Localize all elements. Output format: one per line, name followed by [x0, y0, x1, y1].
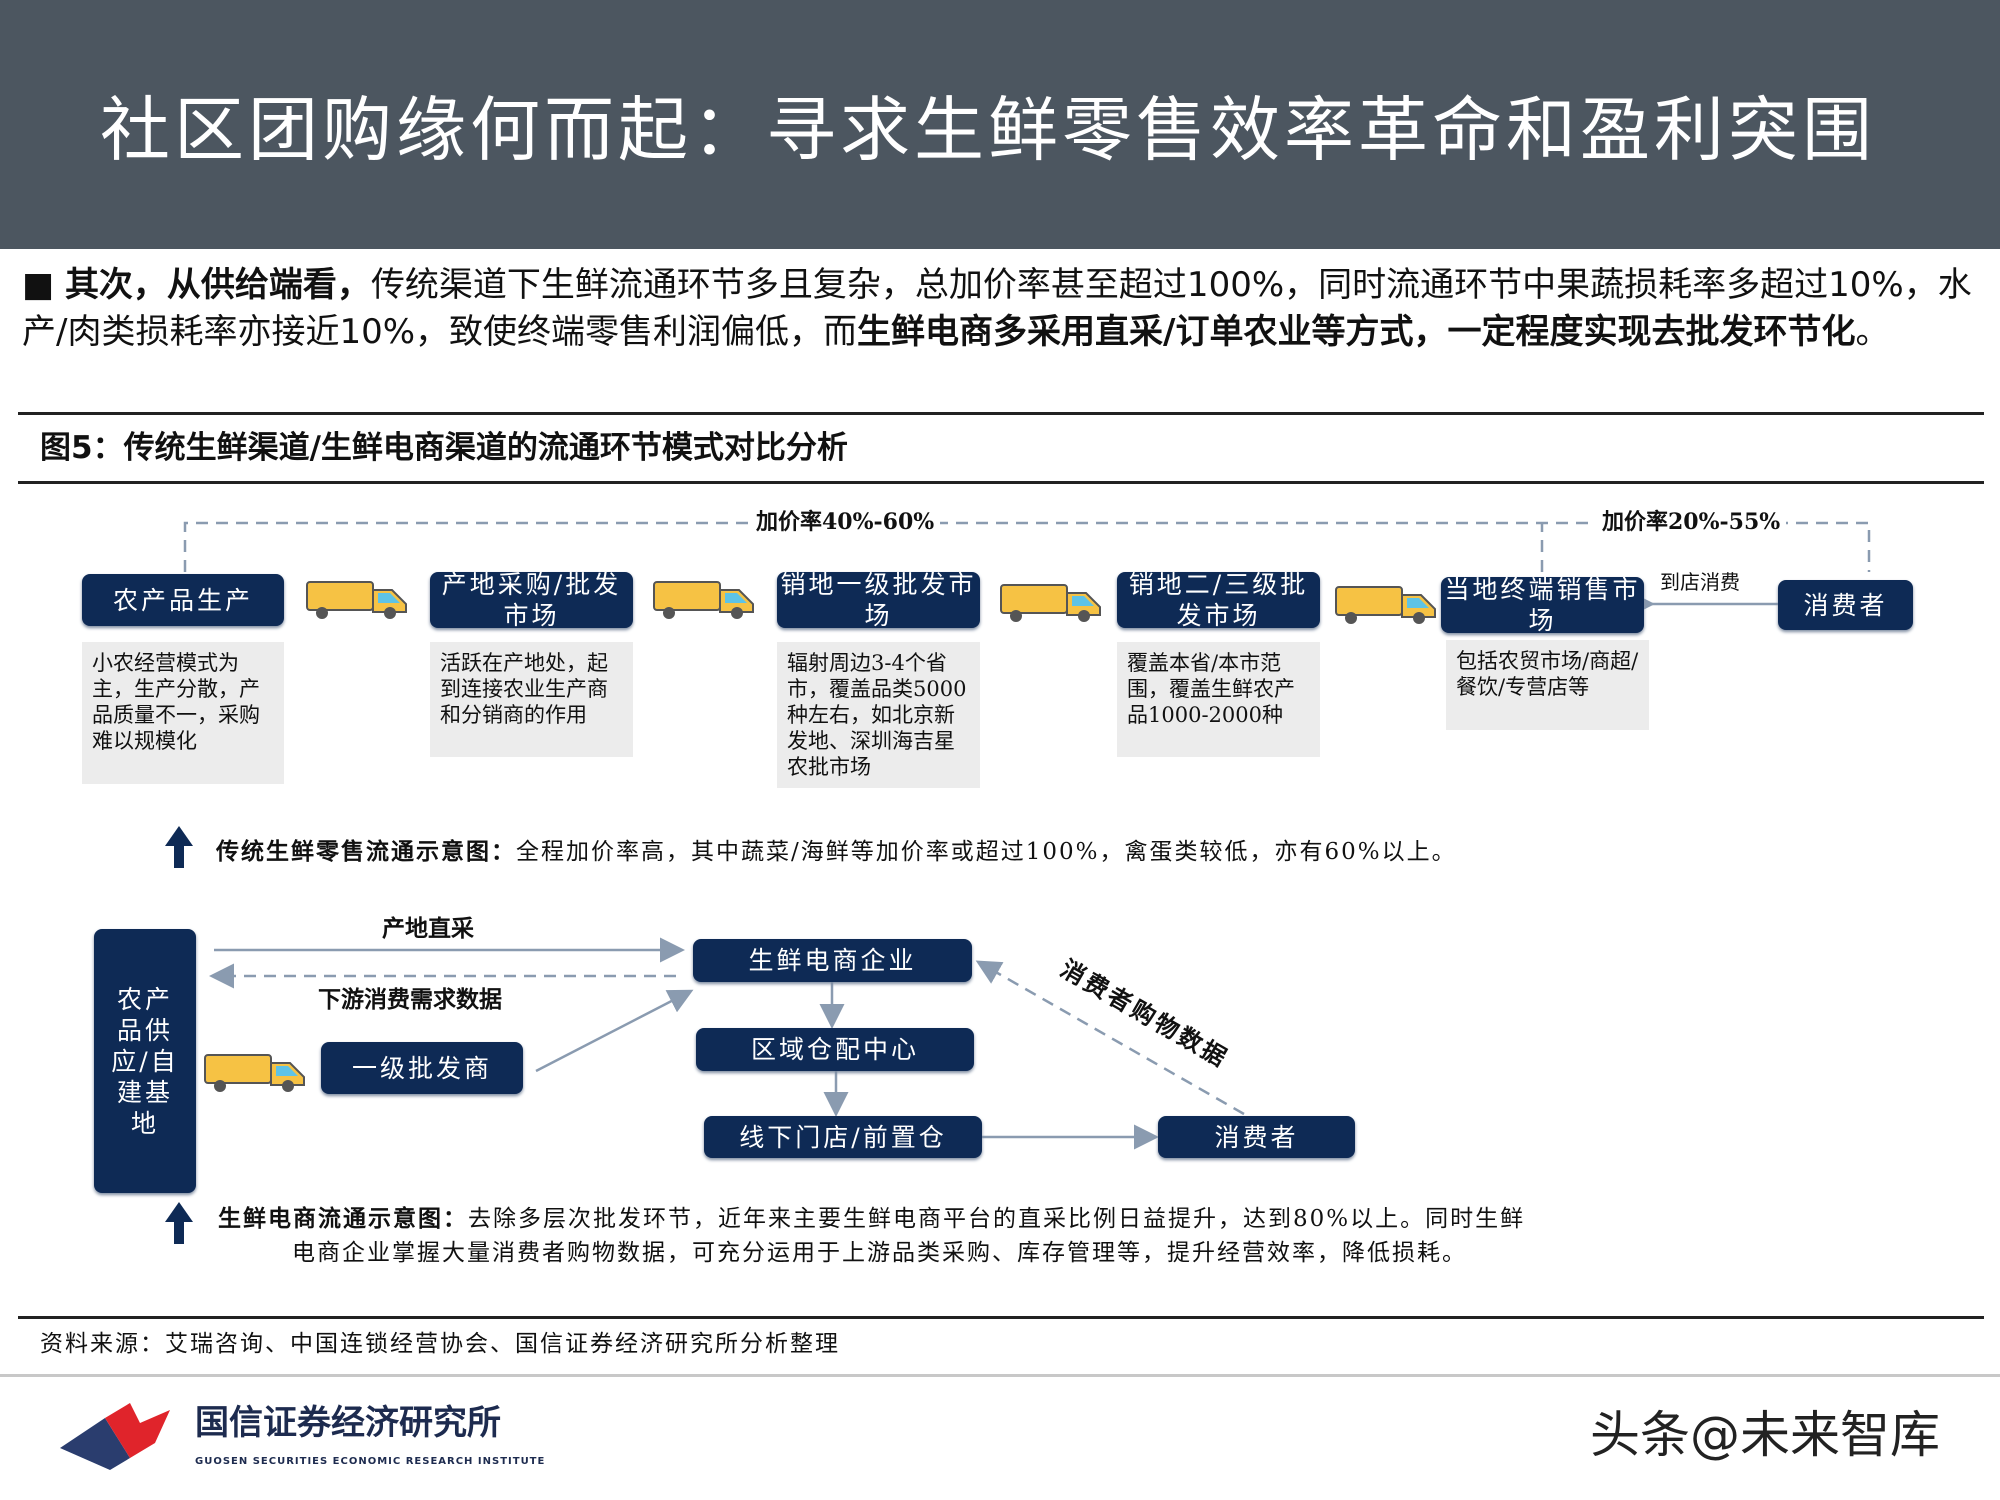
markup-label-2: 加价率20%-55%	[1596, 508, 1787, 536]
page-title: 社区团购缘何而起：寻求生鲜零售效率革命和盈利突围	[100, 89, 1876, 171]
node-origin-wholesale: 产地采购/批发市场	[430, 570, 633, 630]
guosen-logo-icon	[60, 1398, 190, 1477]
up-arrow-icon	[165, 1202, 193, 1244]
desc-secondary-wholesale: 覆盖本省/本市范围，覆盖生鲜农产品1000-2000种	[1117, 642, 1320, 757]
node-consumer: 消费者	[1778, 580, 1913, 630]
divider	[18, 1316, 1984, 1319]
node-wholesaler: 一级批发商	[321, 1042, 523, 1094]
para-bold-mid: 生鲜电商多采用直采/订单农业等方式，一定程度实现去批发环节化	[857, 312, 1856, 352]
traditional-note-title: 传统生鲜零售流通示意图：	[216, 838, 516, 865]
node-production: 农产品生产	[82, 574, 284, 626]
ecommerce-note-title: 生鲜电商流通示意图：	[218, 1205, 468, 1232]
ecommerce-note-text2: 电商企业掌握大量消费者购物数据，可充分运用于上游品类采购、库存管理等，提升经营效…	[292, 1240, 1467, 1266]
para-text2: 。	[1855, 312, 1890, 352]
node-source-base: 农产品供应/自建基地	[94, 929, 196, 1193]
desc-terminal-market: 包括农贸市场/商超/餐饮/专营店等	[1446, 640, 1649, 730]
logo-text: 国信证券经济研究所	[195, 1403, 501, 1443]
body-paragraph: ■ 其次，从供给端看，传统渠道下生鲜流通环节多且复杂，总加价率甚至超过100%，…	[22, 262, 1982, 356]
demand-data-label: 下游消费需求数据	[318, 986, 502, 1013]
node-regional-warehouse: 区域仓配中心	[696, 1028, 974, 1071]
ecommerce-note: 生鲜电商流通示意图：去除多层次批发环节，近年来主要生鲜电商平台的直采比例日益提升…	[218, 1205, 1525, 1233]
divider	[18, 481, 1984, 484]
logo-subtext: GUOSEN SECURITIES ECONOMIC RESEARCH INST…	[195, 1456, 546, 1467]
watermark: 头条@未来智库	[1590, 1406, 1940, 1464]
source-note: 资料来源：艾瑞咨询、中国连锁经营协会、国信证券经济研究所分析整理	[40, 1331, 840, 1357]
header-bar	[0, 0, 2000, 249]
desc-origin-wholesale: 活跃在产地处，起到连接农业生产商和分销商的作用	[430, 642, 633, 757]
markup-label-1: 加价率40%-60%	[750, 508, 941, 536]
desc-primary-wholesale: 辐射周边3-4个省市，覆盖品类5000种左右，如北京新发地、深圳海吉星农批市场	[777, 642, 980, 788]
para-text1: 传统渠道下生鲜流通环节多且复杂，总加价率甚至超过100%，同时流通环节中果蔬损耗…	[22, 265, 1972, 352]
divider	[18, 412, 1984, 415]
node-terminal-market: 当地终端销售市场	[1441, 575, 1644, 635]
footer-divider	[0, 1374, 2000, 1377]
direct-sourcing-label: 产地直采	[382, 915, 474, 942]
traditional-note-text: 全程加价率高，其中蔬菜/海鲜等加价率或超过100%，禽蛋类较低，亦有60%以上。	[516, 839, 1457, 865]
truck-icon	[653, 580, 755, 624]
to-store-label: 到店消费	[1660, 570, 1740, 594]
markup-bracket-1	[183, 521, 1871, 572]
truck-icon	[204, 1053, 306, 1097]
shopping-data-arrow	[975, 960, 1245, 1116]
up-arrow-icon	[165, 826, 193, 868]
node-offline-store: 线下门店/前置仓	[704, 1116, 982, 1158]
traditional-note: 传统生鲜零售流通示意图：全程加价率高，其中蔬菜/海鲜等加价率或超过100%，禽蛋…	[216, 838, 1457, 866]
figure-caption: 图5：传统生鲜渠道/生鲜电商渠道的流通环节模式对比分析	[40, 430, 848, 466]
desc-production: 小农经营模式为主，生产分散，产品质量不一，采购难以规模化	[82, 642, 284, 784]
truck-icon	[306, 580, 408, 624]
para-lead: 其次，从供给端看，	[64, 265, 371, 305]
ecommerce-note-text1: 去除多层次批发环节，近年来主要生鲜电商平台的直采比例日益提升，达到80%以上。同…	[468, 1206, 1526, 1232]
truck-icon	[1335, 585, 1437, 629]
node-secondary-wholesale: 销地二/三级批发市场	[1117, 570, 1320, 630]
node-ecommerce-enterprise: 生鲜电商企业	[693, 939, 972, 982]
node-primary-wholesale: 销地一级批发市场	[777, 570, 980, 630]
node-ecommerce-consumer: 消费者	[1158, 1116, 1355, 1158]
wholesaler-arrow	[535, 989, 694, 1073]
bullet: ■	[22, 265, 55, 305]
truck-icon	[1000, 583, 1102, 627]
